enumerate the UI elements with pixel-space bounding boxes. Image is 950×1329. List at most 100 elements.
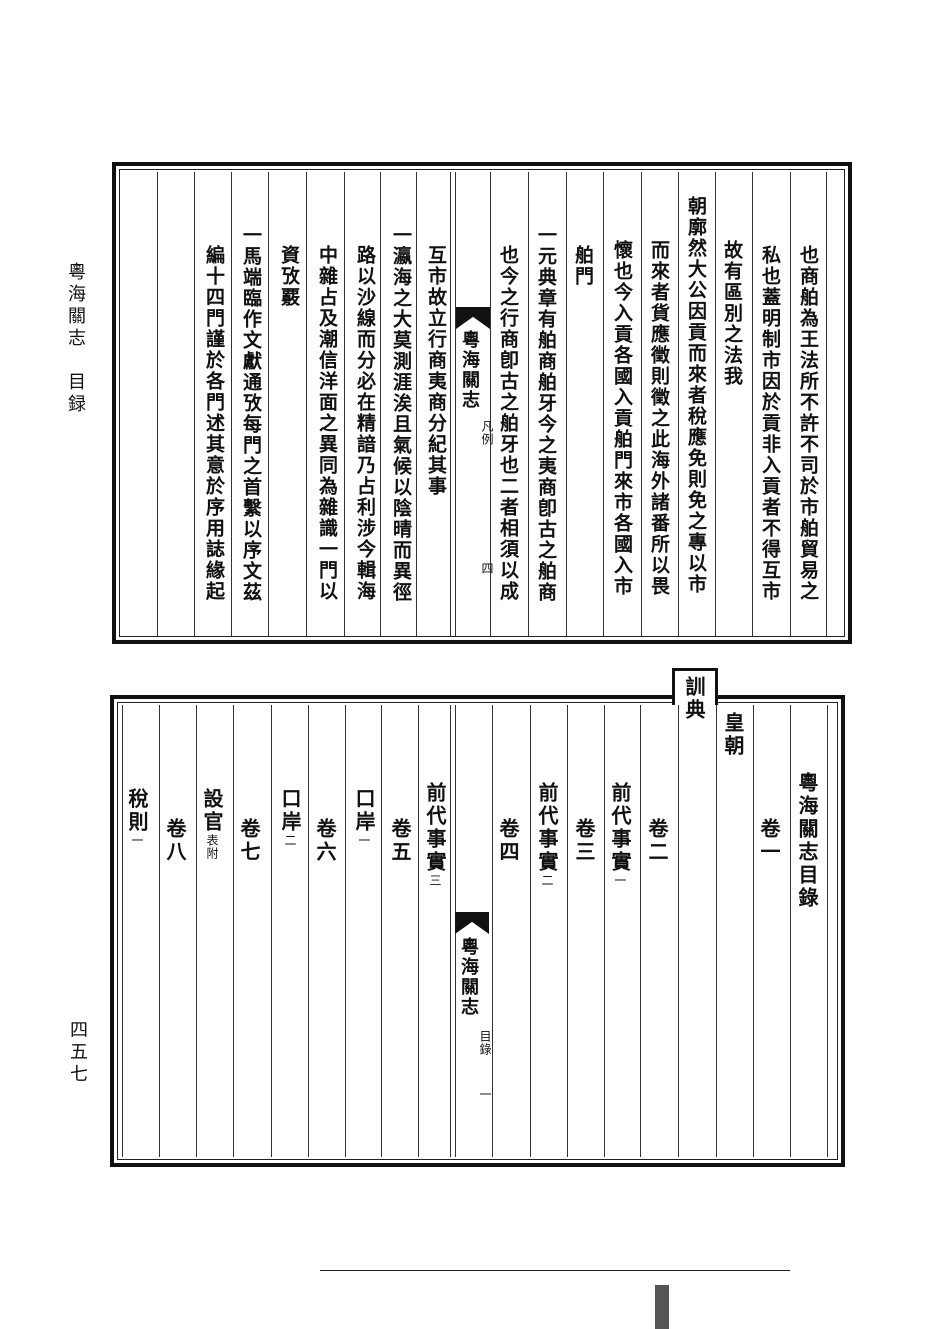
column-rule (308, 705, 309, 1157)
page-number: 四五七 (67, 1020, 88, 1086)
column-rule (790, 172, 791, 636)
column-rule (418, 705, 419, 1157)
column-rule (268, 172, 269, 636)
text-column: 私也蓋明制市因於貢非入貢者不得互市 (759, 245, 781, 602)
toc-entry: 前代事實二 (535, 782, 559, 887)
column-rule (528, 172, 529, 636)
column-rule (233, 705, 234, 1157)
bottom-center-title: 粵海關志 (458, 937, 479, 1017)
top-page-frame (112, 162, 852, 644)
text-column: 資攷覈 (278, 245, 300, 308)
column-rule (344, 172, 345, 636)
margin-section: 目録 (65, 372, 86, 416)
toc-entry-note: 一 (613, 874, 627, 887)
scan-edge-mark (655, 1285, 669, 1329)
toc-entry-note: 二 (283, 834, 297, 847)
column-rule (122, 705, 123, 1157)
column-rule (640, 705, 641, 1157)
toc-entry-text: 稅則 (125, 788, 149, 834)
toc-entry-text: 卷八 (163, 818, 187, 864)
column-rule (306, 172, 307, 636)
text-column: 一瀛海之大莫測涯涘且氣候以陰晴而異徑 (390, 225, 412, 603)
column-rule (753, 705, 754, 1157)
scan-edge-line (320, 1270, 790, 1271)
column-rule (194, 172, 195, 636)
toc-entry-text: 皇朝 (721, 712, 745, 758)
column-rule (567, 705, 568, 1157)
toc-entry-text: 前代事實 (423, 782, 447, 874)
bottom-page-frame (110, 695, 845, 1167)
text-column: 舶門 (572, 245, 594, 287)
text-column: 也今之行商卽古之舶牙也二者相須以成 (497, 245, 519, 602)
toc-entry: 稅則一 (125, 788, 149, 847)
tab-box (672, 668, 718, 705)
top-center-leaf: 四 (480, 562, 494, 575)
toc-entry: 設官表附 (200, 788, 224, 860)
book-title: 粵海關志目錄 (795, 772, 819, 910)
column-rule (271, 705, 272, 1157)
top-center-title: 粵海關志 (459, 330, 480, 410)
column-rule (827, 705, 828, 1157)
text-column: 中雜占及潮信洋面之異同為雜識一門以 (316, 245, 338, 602)
toc-entry-note: 一 (130, 834, 144, 847)
text-column: 朝廓然大公因貢而來者稅應免則免之專以市 (685, 196, 707, 595)
top-center-section: 凡例 (480, 420, 494, 446)
toc-entry-text: 前代事實 (535, 782, 559, 874)
column-rule (790, 705, 791, 1157)
toc-entry: 卷一 (757, 818, 781, 864)
column-rule (416, 172, 417, 636)
text-column: 一馬端臨作文獻通攷每門之首繫以序文茲 (240, 225, 262, 603)
margin-title: 粵海關志 (65, 262, 86, 350)
text-column: 也商舶為王法所不許不司於市舶貿易之 (797, 245, 819, 602)
toc-entry-note: 一 (357, 834, 371, 847)
toc-entry-text: 卷七 (237, 818, 261, 864)
bottom-center-section: 目錄 (478, 1030, 492, 1056)
column-rule (678, 172, 679, 636)
toc-entry: 皇朝 (721, 712, 745, 758)
toc-entry-text: 卷四 (496, 818, 520, 864)
column-rule (530, 705, 531, 1157)
toc-entry-text: 前代事實 (608, 782, 632, 874)
toc-entry: 前代事實三 (423, 782, 447, 887)
column-rule (157, 172, 158, 636)
toc-entry-text: 口岸 (278, 788, 302, 834)
toc-entry: 口岸二 (278, 788, 302, 847)
column-rule (159, 705, 160, 1157)
toc-entry-note: 三 (428, 874, 442, 887)
toc-entry-text: 卷一 (757, 818, 781, 864)
text-column: 編十四門謹於各門述其意於序用誌緣起 (203, 245, 225, 602)
toc-entry: 卷六 (313, 818, 337, 864)
toc-entry: 卷四 (496, 818, 520, 864)
text-column: 故有區別之法我 (721, 240, 743, 387)
bottom-center-leaf: 一 (478, 1088, 492, 1101)
column-rule (345, 705, 346, 1157)
column-rule (231, 172, 232, 636)
column-rule (678, 705, 679, 1157)
toc-entry: 卷五 (388, 818, 412, 864)
toc-entry-text: 卷三 (572, 818, 596, 864)
toc-entry-note: 表附 (205, 834, 219, 860)
column-rule (752, 172, 753, 636)
column-rule (492, 705, 493, 1157)
column-rule (566, 172, 567, 636)
text-column: 路以沙線而分必在精諳乃占利涉今輯海 (354, 245, 376, 602)
text-column: 懷也今入貢各國入貢舶門來市各國入市 (611, 240, 633, 597)
column-rule (603, 172, 604, 636)
text-column: 而來者貨應徵則徵之此海外諸番所以畏 (648, 240, 670, 597)
text-column: 互市故立行商夷商分紀其事 (425, 245, 447, 497)
toc-entry: 前代事實一 (608, 782, 632, 887)
toc-entry-text: 設官 (200, 788, 224, 834)
toc-entry: 卷三 (572, 818, 596, 864)
toc-entry-text: 口岸 (352, 788, 376, 834)
column-rule (716, 705, 717, 1157)
column-rule (490, 172, 491, 636)
column-rule (641, 172, 642, 636)
toc-entry: 口岸一 (352, 788, 376, 847)
toc-entry-note: 二 (540, 874, 554, 887)
column-rule (380, 172, 381, 636)
column-rule (381, 705, 382, 1157)
toc-entry: 卷二 (645, 818, 669, 864)
column-rule (826, 172, 827, 636)
column-rule (450, 172, 451, 636)
toc-entry: 卷七 (237, 818, 261, 864)
